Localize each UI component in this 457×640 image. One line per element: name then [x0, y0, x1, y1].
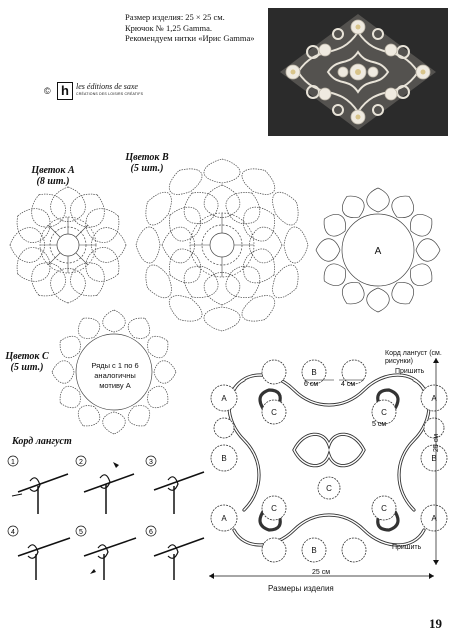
size-line: Размер изделия: 25 × 25 см. [125, 12, 225, 22]
publisher-name: les éditions de saxe [76, 82, 138, 91]
publisher-tagline: CRÉATIONS DES LOISIRS CRÉATIFS [76, 92, 144, 96]
yarn-line: Рекомендуем нитки «Ирис Gamma» [125, 33, 255, 43]
logo-mark-icon: h [57, 82, 73, 100]
svg-text:B: B [311, 368, 316, 377]
cord-step-4: 4 [7, 525, 71, 580]
flower-b-title: Цветок В [125, 152, 169, 163]
svg-text:A: A [431, 514, 437, 523]
flower-b-count: (5 шт.) [130, 163, 164, 174]
svg-text:C: C [271, 408, 277, 417]
cord-swirls [227, 373, 431, 547]
flower-c-label: Цветок С (5 шт.) [2, 351, 52, 373]
cord-step-1: 1 [7, 455, 69, 514]
flower-c-chart [51, 309, 177, 435]
flower-c-title: Цветок С [5, 351, 49, 362]
flower-b-label: Цветок В (5 шт.) [122, 152, 172, 174]
assembly-caption: Размеры изделия [268, 584, 334, 593]
cord-step-2: 2 [75, 455, 135, 514]
svg-text:3: 3 [149, 459, 153, 466]
cord-step-3: 3 [145, 455, 205, 514]
svg-text:2: 2 [79, 459, 83, 466]
flower-a-title: Цветок А [31, 165, 75, 176]
flower-a-count: (8 шт.) [36, 176, 70, 187]
svg-text:B: B [431, 454, 436, 463]
flower-b-chart [135, 158, 309, 332]
cord-step-5: 5 [75, 525, 137, 580]
height-label: 25 см [433, 433, 440, 452]
cord-steps: 1 2 3 4 5 6 [7, 455, 205, 580]
attach-top-label: Пришить [395, 368, 425, 375]
copyright-symbol: © [44, 86, 51, 96]
svg-text:C: C [381, 504, 387, 513]
flower-c-count: (5 шт.) [10, 362, 44, 373]
attach-bottom-label: Пришить [392, 544, 422, 551]
header-block: Размер изделия: 25 × 25 см. Крючок № 1,2… [125, 12, 275, 44]
motif-a-letter: A [375, 246, 382, 257]
motif-letters: A B A A B A B B C C C C C [221, 368, 437, 555]
svg-text:C: C [326, 484, 332, 493]
dim-6cm: 6 см [304, 381, 318, 388]
cord-step-6: 6 [145, 525, 205, 580]
svg-text:A: A [221, 394, 227, 403]
svg-text:C: C [381, 408, 387, 417]
svg-text:A: A [221, 514, 227, 523]
page-number: 19 [429, 616, 442, 631]
svg-text:6: 6 [149, 529, 153, 536]
assembly-diagram: A B A A B A B B C C C C C 6 см 4 см 5 см [209, 358, 448, 579]
svg-text:1: 1 [11, 459, 15, 466]
svg-text:B: B [311, 546, 316, 555]
motif-circles [210, 359, 448, 563]
cord-title: Корд лангуст [12, 436, 72, 447]
flower-a-label: Цветок А (8 шт.) [28, 165, 78, 187]
svg-text:B: B [221, 454, 226, 463]
svg-text:A: A [431, 394, 437, 403]
hook-line: Крючок № 1,25 Gamma. [125, 22, 212, 33]
width-label: 25 см [312, 569, 331, 576]
product-photo [268, 8, 448, 136]
doily-photo-image [268, 8, 448, 136]
flower-a-chart [9, 186, 127, 304]
publisher-logo: © h les éditions de saxe CRÉATIONS DES L… [44, 82, 162, 102]
motif-diagrams: A [9, 158, 441, 435]
motif-a-outline: A [315, 187, 441, 313]
flower-c-note: Ряды с 1 по 6 аналогичны мотиву А [91, 361, 139, 390]
svg-text:4: 4 [11, 529, 15, 536]
svg-text:5: 5 [79, 529, 83, 536]
dim-4cm: 4 см [341, 381, 355, 388]
dim-5cm: 5 см [372, 421, 386, 428]
cord-note: Корд лангуст (см. рисунки) [385, 350, 442, 365]
svg-text:C: C [271, 504, 277, 513]
